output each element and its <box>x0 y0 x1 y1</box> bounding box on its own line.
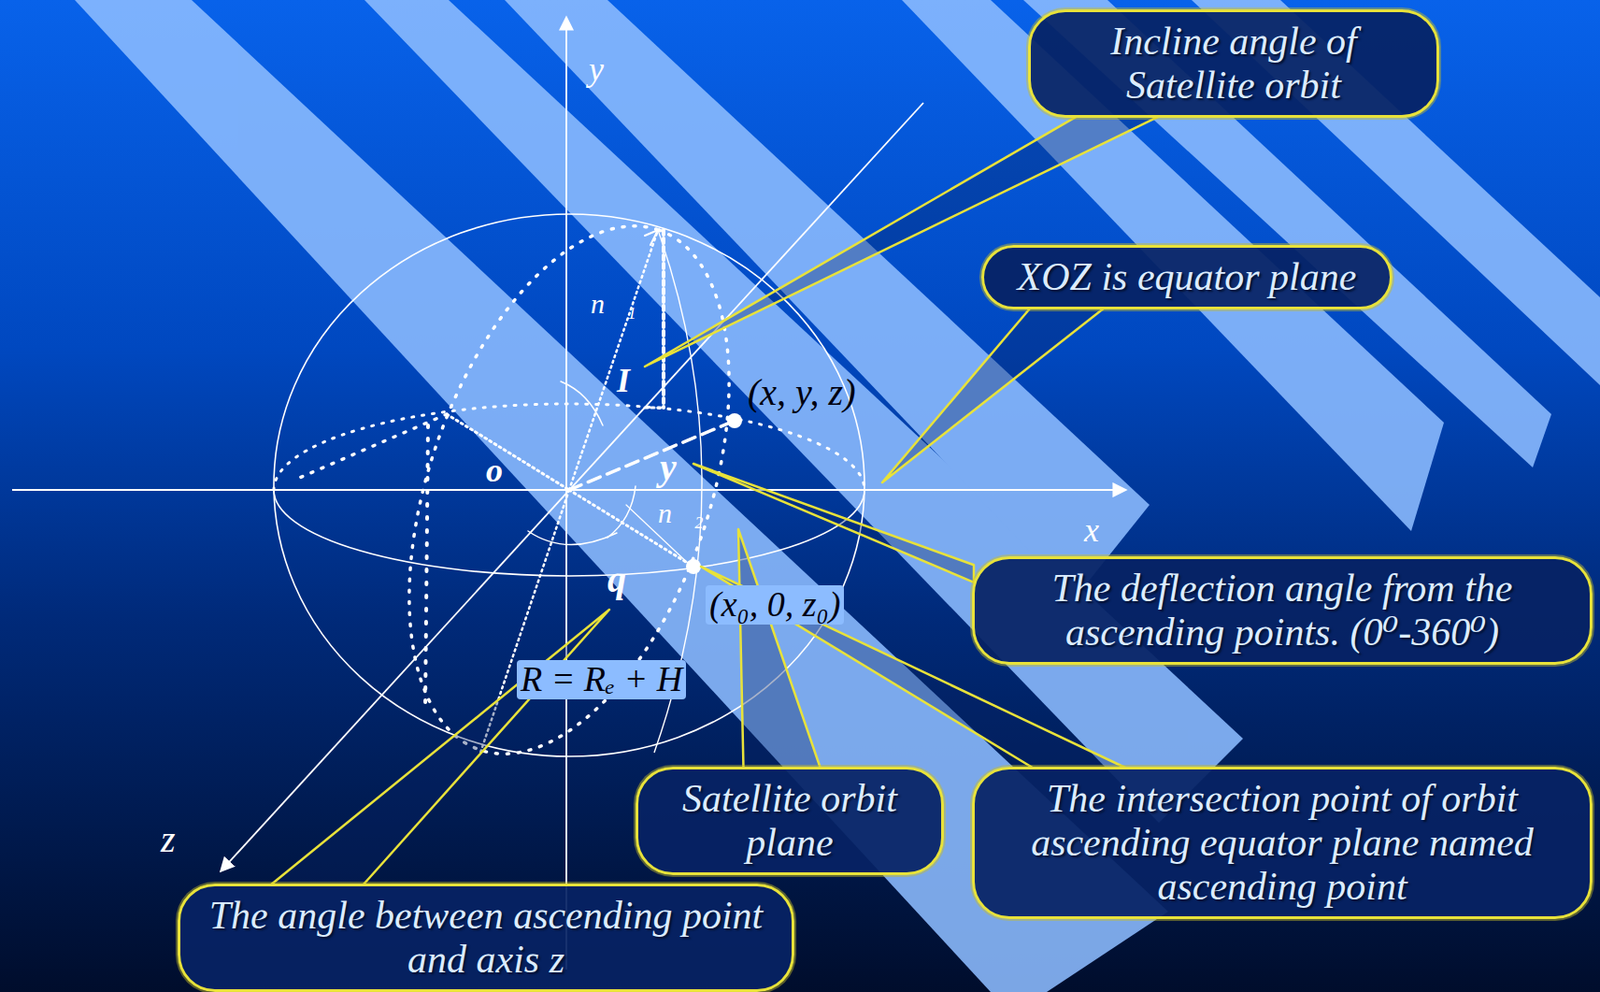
figure-label: y <box>659 446 677 488</box>
leader-line <box>738 528 821 769</box>
vectors <box>297 229 735 756</box>
leader-line <box>270 609 610 886</box>
axes <box>12 16 1127 970</box>
leader-line <box>644 115 1160 367</box>
callout-text: Satellite orbit plane <box>655 776 925 865</box>
callout-box: XOZ is equator plane <box>981 244 1393 310</box>
figure-label: (x₀, 0, z₀) <box>705 585 844 625</box>
stripes <box>74 0 1600 992</box>
figure-label: x <box>1084 512 1100 550</box>
callout-box: The angle between ascending point and ax… <box>177 883 795 992</box>
callout-text: The deflection angle from the ascending … <box>991 566 1573 655</box>
leader-line <box>693 463 974 583</box>
figure-label: I <box>616 362 630 400</box>
callout-box: The intersection point of orbit ascendin… <box>971 766 1593 919</box>
figure-label: z <box>160 818 176 860</box>
callout-box: The deflection angle from the ascending … <box>971 556 1593 665</box>
callout-box: Incline angle of Satellite orbit <box>1028 9 1440 118</box>
figure-label: n⃗₁ <box>590 287 637 319</box>
figure-label: R = Rₑ + H <box>516 659 686 700</box>
callout-box: Satellite orbit plane <box>635 766 944 875</box>
figure-label: o <box>485 452 503 490</box>
points <box>685 413 743 574</box>
leader-line <box>882 307 1105 483</box>
figure-label: (x, y, z) <box>747 371 857 414</box>
callout-text: The angle between ascending point and ax… <box>197 893 775 982</box>
callout-text: XOZ is equator plane <box>1000 255 1373 300</box>
figure-label: n⃗₂ <box>657 497 704 529</box>
figure-label: y <box>588 51 604 89</box>
figure-label: q <box>607 558 627 600</box>
callout-text: Incline angle of Satellite orbit <box>1047 19 1420 108</box>
callout-text: The intersection point of orbit ascendin… <box>991 776 1573 909</box>
